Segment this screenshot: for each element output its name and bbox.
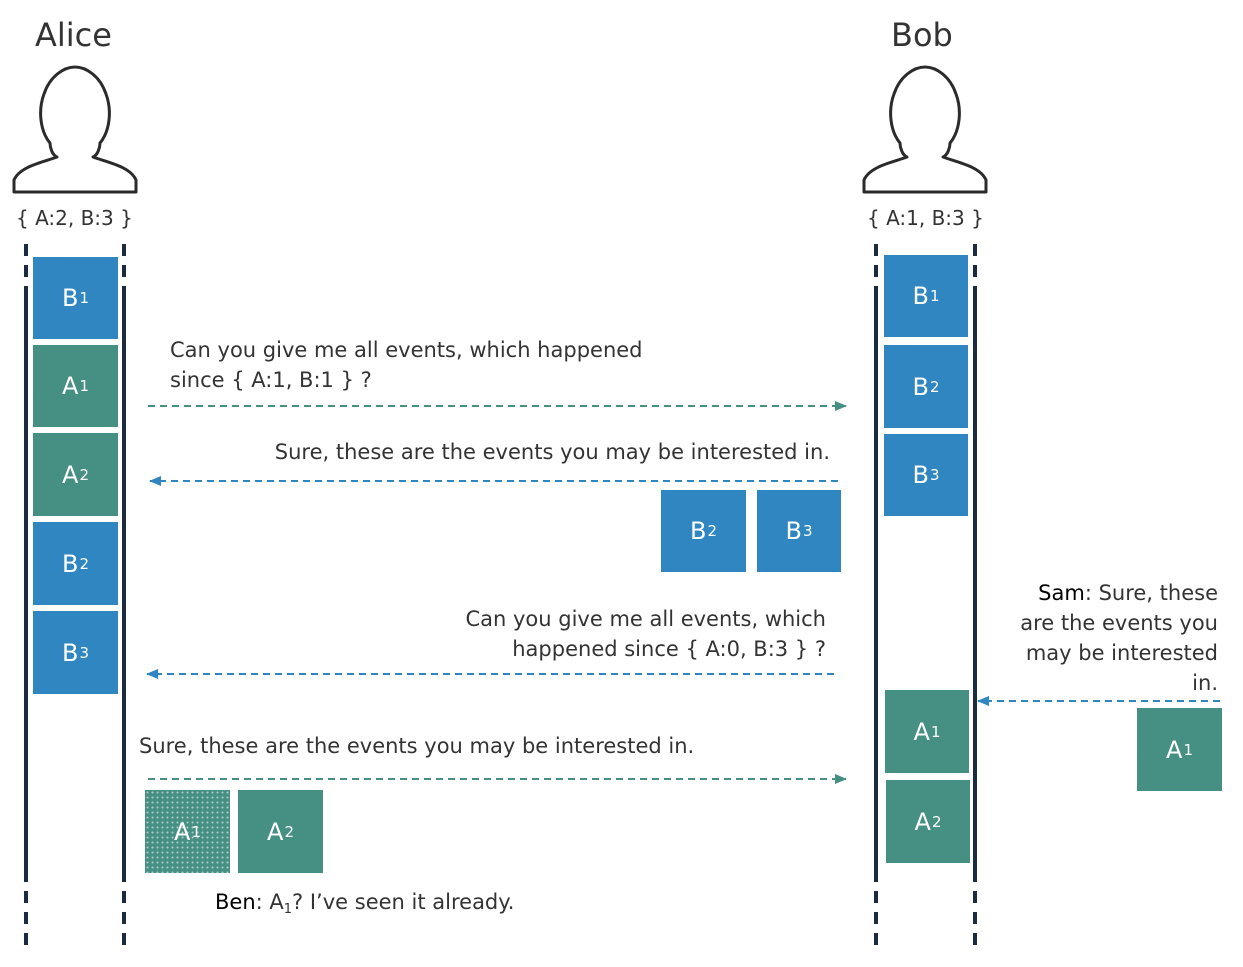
- sam-note: Sam: Sure, these are the events you may …: [990, 578, 1218, 698]
- bob-lifeline: [874, 244, 977, 948]
- event-index: 2: [79, 465, 89, 484]
- message-bob-response: Sure, these are the events you may be in…: [274, 440, 830, 464]
- ben-text-pre: : A: [255, 890, 284, 914]
- actor-name-bob: Bob: [891, 16, 953, 54]
- person-icon-bob: [862, 65, 988, 194]
- person-icon-alice: [12, 65, 138, 194]
- event-letter: B: [912, 461, 929, 489]
- message-bob-request: Can you give me all events, which happen…: [465, 607, 826, 661]
- event-index: 3: [929, 466, 940, 484]
- event-letter: B: [61, 549, 79, 578]
- event-letter: A: [62, 372, 79, 400]
- ben-speaker: Ben: [215, 890, 256, 914]
- sam-text: : Sure, these are the events you may be …: [1020, 581, 1218, 695]
- ben-text-sub: 1: [283, 902, 293, 917]
- event-index: 2: [284, 822, 294, 841]
- ben-note: Ben: A1? I’ve seen it already.: [215, 887, 514, 925]
- ben-text-post: ? I’ve seen it already.: [292, 890, 515, 914]
- event-letter: B: [912, 372, 929, 401]
- actor-name-alice: Alice: [35, 16, 112, 54]
- message-alice-request: Can you give me all events, which happen…: [170, 338, 643, 392]
- event-letter: A: [174, 817, 191, 846]
- event-letter: A: [913, 717, 930, 746]
- event-index: 1: [191, 822, 201, 841]
- event-letter: B: [912, 282, 929, 310]
- event-letter: B: [689, 517, 707, 545]
- event-index: 2: [931, 812, 942, 831]
- event-index: 2: [707, 522, 717, 540]
- event-index: 1: [929, 287, 940, 305]
- event-index: 3: [79, 643, 89, 662]
- event-letter: B: [61, 638, 79, 667]
- event-letter: A: [1166, 735, 1183, 764]
- event-letter: A: [914, 807, 931, 836]
- event-index: 1: [930, 722, 941, 741]
- sam-speaker: Sam: [1038, 581, 1085, 605]
- event-index: 1: [79, 377, 89, 395]
- vector-clock-alice: { A:2, B:3 }: [16, 206, 133, 230]
- event-index: 1: [79, 289, 89, 307]
- event-index: 3: [802, 522, 813, 540]
- alice-lifeline: [24, 244, 126, 948]
- event-index: 2: [929, 377, 940, 396]
- event-letter: B: [785, 517, 802, 545]
- event-letter: A: [62, 460, 79, 489]
- message-alice-response: Sure, these are the events you may be in…: [139, 734, 695, 758]
- vector-clock-bob: { A:1, B:3 }: [867, 206, 984, 230]
- event-index: 2: [79, 554, 89, 573]
- event-index: 1: [1183, 740, 1193, 759]
- event-letter: A: [267, 817, 284, 846]
- event-letter: B: [61, 284, 79, 312]
